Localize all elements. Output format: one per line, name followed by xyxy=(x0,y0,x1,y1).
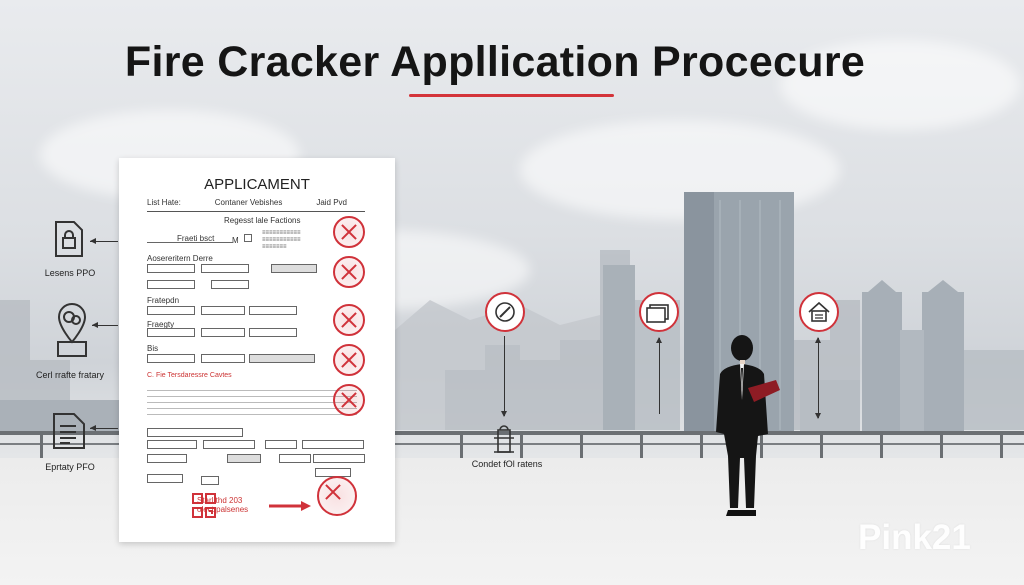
form-field xyxy=(302,440,364,449)
form-field xyxy=(147,474,183,483)
left-icon-caption: Eprtaty PFO xyxy=(45,462,95,472)
form-row-label: Fraegty xyxy=(147,320,175,329)
center-caption: Condet fOl ratens xyxy=(471,459,543,469)
form-field xyxy=(211,280,249,289)
railing xyxy=(0,431,1024,461)
document-heading: APPLICAMENT xyxy=(204,176,310,193)
arrow-left xyxy=(92,322,118,328)
form-field xyxy=(249,328,297,337)
section-heading: C. Fie Tersdaressre Cavtes xyxy=(147,372,232,379)
form-row-value: M xyxy=(232,236,239,245)
arrow-left xyxy=(90,238,118,244)
form-field xyxy=(201,354,245,363)
text-line xyxy=(147,402,357,403)
report-document-icon xyxy=(53,413,85,449)
text-line xyxy=(147,408,357,409)
form-row-label: Bis xyxy=(147,344,159,353)
form-checkbox xyxy=(244,234,252,242)
businessman-figure xyxy=(716,335,780,516)
form-field xyxy=(265,440,297,449)
form-field xyxy=(249,354,315,363)
arrow-left xyxy=(90,425,118,431)
house-icon xyxy=(799,292,839,332)
arrow-updown xyxy=(815,337,821,419)
approval-stamp xyxy=(317,476,357,516)
form-field xyxy=(201,328,245,337)
arrow-right-icon xyxy=(269,501,311,511)
compass-icon xyxy=(485,292,525,332)
approval-stamp xyxy=(333,384,365,416)
form-line xyxy=(147,242,233,243)
arrow-up xyxy=(656,337,662,414)
document-lock-icon xyxy=(55,221,83,257)
hydrant-icon xyxy=(494,425,514,453)
form-field xyxy=(249,306,297,315)
form-field xyxy=(201,306,245,315)
left-icon-caption: Lesens PPO xyxy=(44,268,96,278)
document-header-right: Jaid Pvd xyxy=(316,198,347,207)
form-field xyxy=(201,264,249,273)
approval-stamp xyxy=(333,304,365,336)
form-field xyxy=(147,354,195,363)
left-icon-caption: Cerl rrafte fratary xyxy=(35,370,104,380)
form-field xyxy=(147,454,187,463)
form-field xyxy=(281,280,311,289)
document-subheading: Regesst lale Factions xyxy=(224,216,301,225)
form-row-label: Fraeti bsct xyxy=(177,234,215,243)
approval-stamp xyxy=(333,216,365,248)
form-field xyxy=(147,440,197,449)
form-field xyxy=(147,280,195,289)
approval-stamp xyxy=(333,256,365,288)
arrow-down xyxy=(501,336,507,417)
approval-stamp xyxy=(333,344,365,376)
form-row-label: Fratepdn xyxy=(147,296,180,305)
form-row-label: Aosereritern Derre xyxy=(147,254,213,263)
text-line xyxy=(147,390,357,391)
location-pin-icon xyxy=(57,302,87,357)
document-header-mid: Contaner Vebishes xyxy=(214,198,283,207)
document-footer: Starl thd 203 olect palsenes xyxy=(197,496,248,514)
form-field xyxy=(279,454,311,463)
form-field xyxy=(227,454,261,463)
form-field xyxy=(313,454,365,463)
form-field xyxy=(147,264,195,273)
form-field xyxy=(147,306,195,315)
document-header-left: List Hate: xyxy=(147,198,181,207)
page-title: Fire Cracker Appllication Procecure xyxy=(124,38,866,86)
qr-code-icon xyxy=(192,493,216,518)
form-note: ≡≡≡≡≡≡≡≡≡≡≡≡≡≡≡≡≡≡≡≡≡≡≡≡≡≡≡≡≡ xyxy=(262,230,301,250)
form-field xyxy=(271,264,317,273)
document-footer-line: Starl thd 203 xyxy=(197,496,243,505)
title-underline xyxy=(409,94,614,97)
document-footer-line: olect palsenes xyxy=(197,505,249,514)
application-document: APPLICAMENT List Hate: Contaner Vebishes… xyxy=(119,158,395,542)
form-field xyxy=(201,476,219,485)
document-rule xyxy=(147,211,365,212)
form-field xyxy=(147,428,243,437)
form-field xyxy=(203,440,255,449)
form-field xyxy=(147,328,195,337)
text-line xyxy=(147,396,357,397)
frame-icon xyxy=(639,292,679,332)
watermark: Pink21 xyxy=(858,518,971,557)
text-line xyxy=(147,414,357,415)
document-header-row: List Hate: Contaner Vebishes Jaid Pvd xyxy=(147,198,347,207)
